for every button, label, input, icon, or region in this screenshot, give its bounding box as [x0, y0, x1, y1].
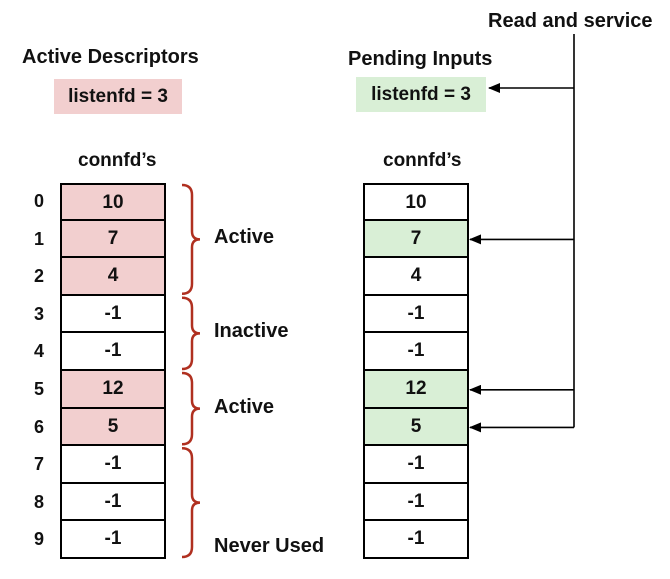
pending-cell: 4: [363, 256, 469, 296]
row-index: 5: [33, 379, 44, 399]
row-index: 2: [33, 266, 44, 287]
active-cell: -1: [60, 331, 166, 371]
row-index: 4: [33, 341, 44, 362]
group-label: Active: [214, 226, 275, 249]
group-braces: [181, 183, 201, 559]
active-listenfd-box: listenfd = 3: [54, 79, 182, 114]
active-cell: -1: [60, 519, 166, 559]
pending-connfds-header: connfd’s: [383, 150, 462, 171]
row-index: 3: [33, 303, 44, 324]
group-label: Inactive: [214, 320, 289, 343]
group-brace: [181, 371, 201, 446]
group-label: Active: [214, 395, 275, 418]
active-cell: 7: [60, 218, 166, 259]
read-service-label: Read and service: [488, 10, 653, 32]
group-label: Never Used: [214, 535, 325, 557]
row-index: 1: [33, 228, 44, 249]
group-brace: [181, 446, 201, 559]
active-cell: -1: [60, 444, 166, 484]
row-index: 8: [33, 491, 44, 512]
pending-inputs-title: Pending Inputs: [348, 48, 493, 70]
row-index: 6: [33, 416, 44, 437]
active-cell: -1: [60, 293, 166, 334]
group-brace: [181, 296, 201, 371]
row-index: 9: [33, 529, 44, 550]
pending-cell: 5: [363, 406, 469, 447]
pending-cell: -1: [363, 519, 469, 559]
group-brace: [181, 183, 201, 296]
active-descriptors-title: Active Descriptors: [22, 46, 199, 68]
row-index: 0: [33, 191, 44, 211]
pending-cell: -1: [363, 481, 469, 522]
read-service-arrows: [469, 34, 575, 433]
pending-listenfd-box: listenfd = 3: [356, 77, 486, 112]
active-connfds-header: connfd’s: [78, 150, 157, 171]
row-index: 7: [33, 454, 44, 475]
